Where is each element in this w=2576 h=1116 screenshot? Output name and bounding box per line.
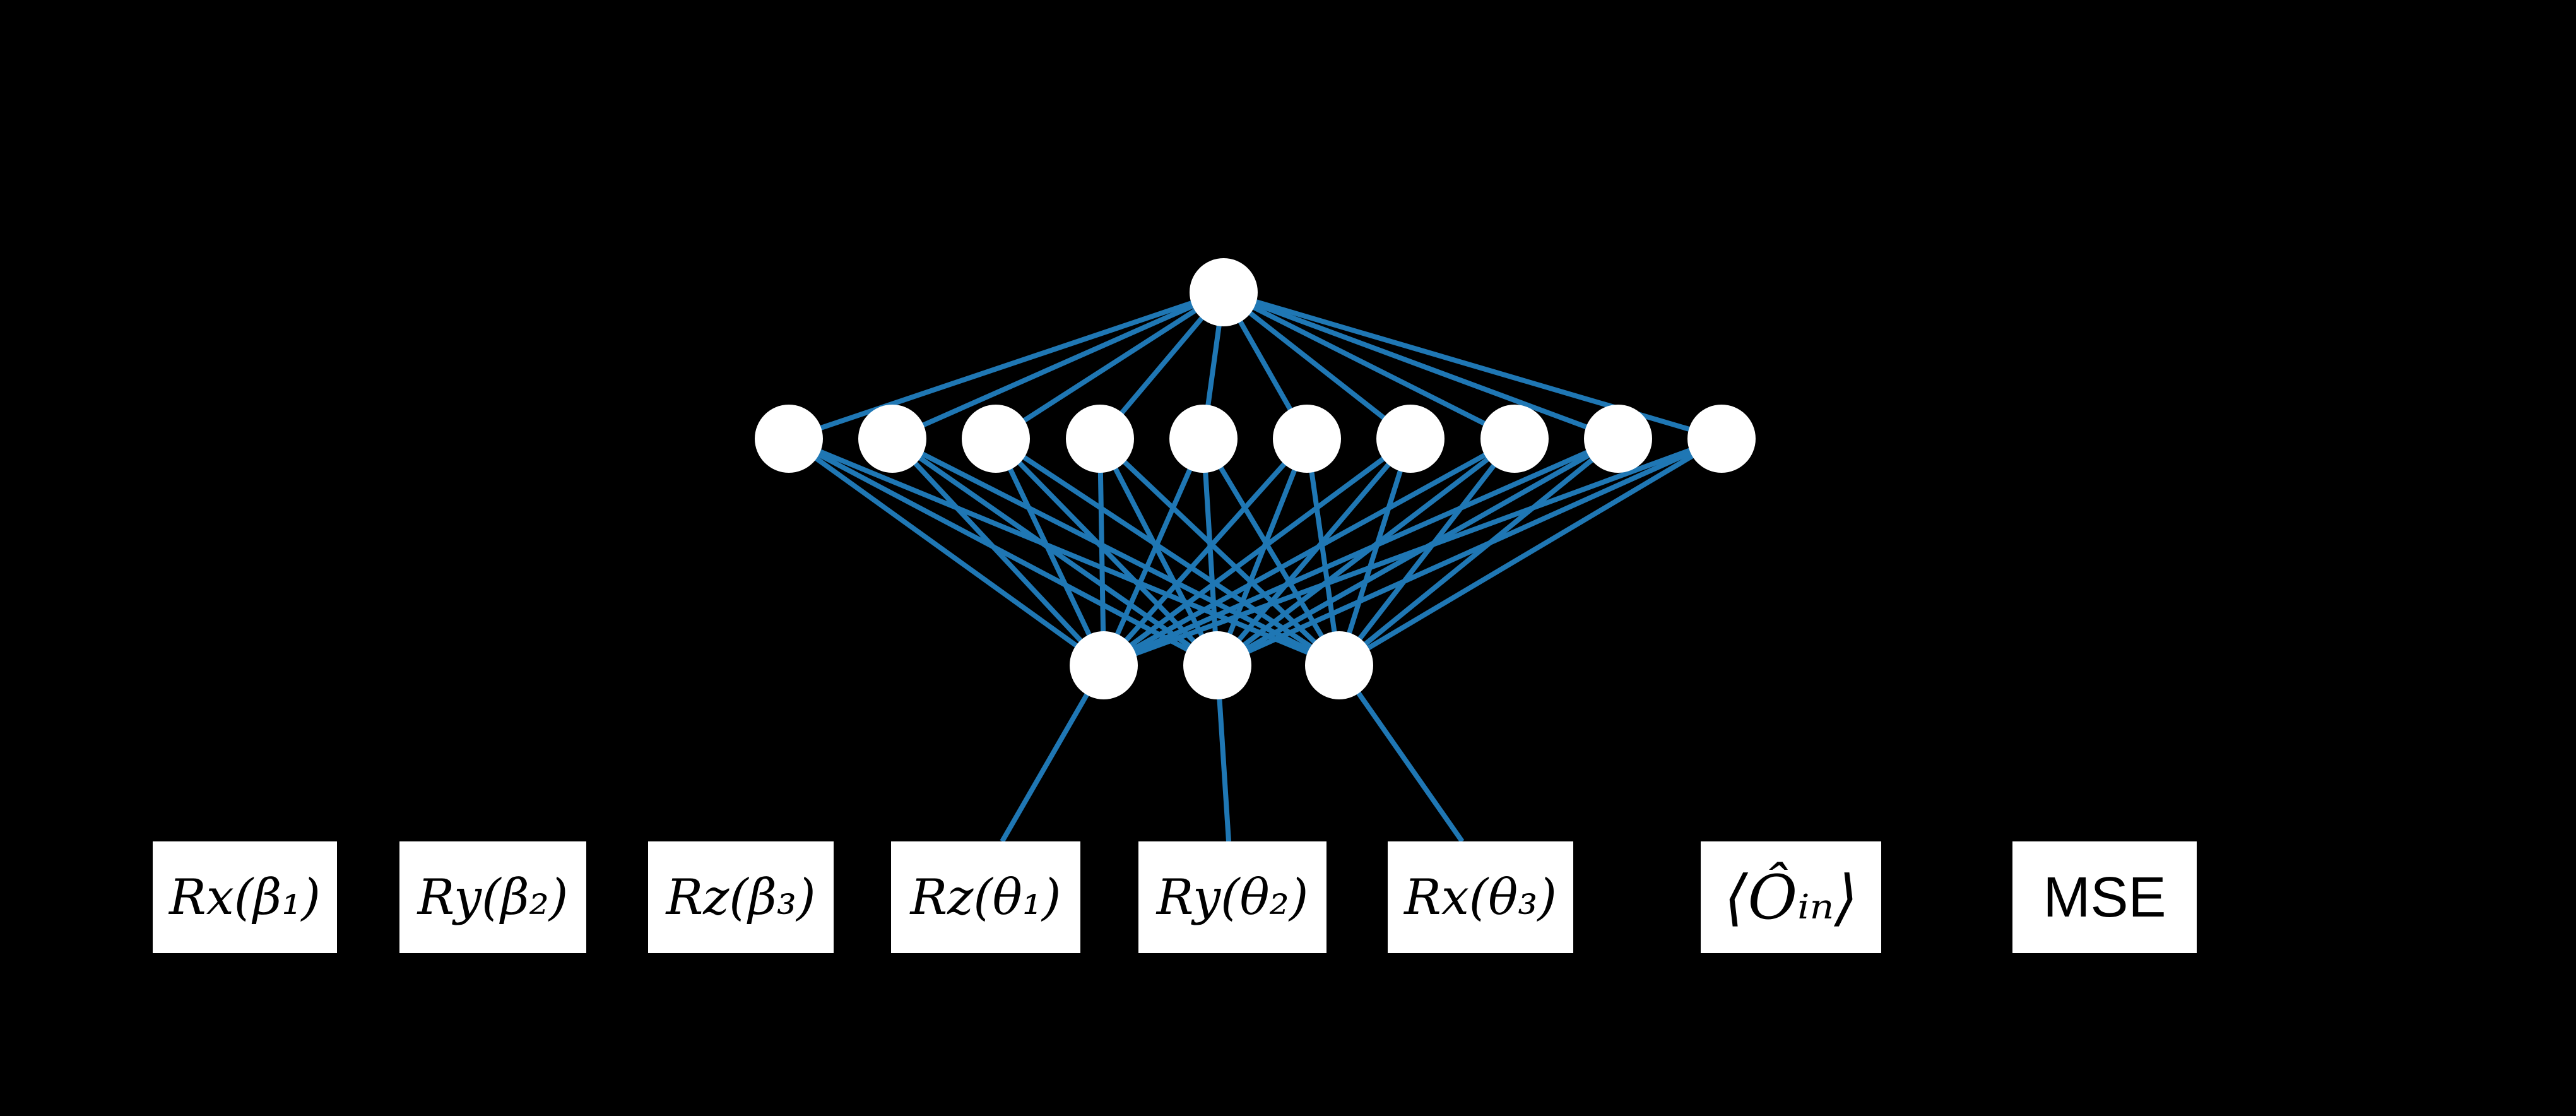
gate-label-rz-theta1: Rz(θ₁) <box>910 869 1061 926</box>
edge-hidden-output <box>993 437 1106 667</box>
hidden-node <box>1584 405 1652 473</box>
edge-input-hidden <box>994 290 1226 441</box>
hidden-node <box>1687 405 1756 473</box>
box-observable-expectation: ⟨Ôᵢₙ⟩ <box>1701 841 1881 953</box>
hidden-node <box>962 405 1030 473</box>
output-node <box>1183 631 1251 699</box>
edge-hidden-output <box>1304 438 1342 666</box>
edge-hidden-output <box>1216 436 1723 668</box>
edge-hidden-output <box>787 436 1106 668</box>
edge-hidden-output <box>1102 436 1619 668</box>
edge-input-hidden <box>891 290 1225 441</box>
edge-hidden-output <box>1337 436 1723 668</box>
hidden-node <box>1376 405 1445 473</box>
edge-hidden-output <box>1337 437 1413 667</box>
gate-label-rx-beta1: Rx(β₁) <box>169 869 321 926</box>
edge-hidden-output <box>1102 437 1309 667</box>
gate-label-ry-beta2: Ry(β₂) <box>417 869 569 926</box>
edge-input-hidden <box>1222 290 1619 441</box>
hidden-node <box>1480 405 1549 473</box>
edge-input-hidden <box>1222 290 1516 441</box>
observable-label: ⟨Ôᵢₙ⟩ <box>1724 862 1858 933</box>
box-rz-beta3: Rz(β₃) <box>648 841 834 953</box>
gate-label-rx-theta3: Rx(θ₃) <box>1404 869 1557 926</box>
hidden-node <box>1066 405 1134 473</box>
box-ry-beta2: Ry(β₂) <box>399 841 586 953</box>
box-rz-theta1: Rz(θ₁) <box>891 841 1080 953</box>
edge-output-gate <box>1337 663 1465 843</box>
box-ry-theta2: Ry(θ₂) <box>1138 841 1326 953</box>
edge-hidden-output <box>788 436 1219 668</box>
output-node <box>1305 631 1373 699</box>
input-node <box>1190 258 1258 326</box>
edge-hidden-output <box>994 437 1219 667</box>
hidden-node <box>858 405 926 473</box>
box-rx-beta1: Rx(β₁) <box>153 841 337 953</box>
edge-hidden-output <box>890 437 1106 667</box>
box-mse: MSE <box>2012 841 2197 953</box>
hidden-node <box>755 405 823 473</box>
edge-hidden-output <box>1201 438 1220 666</box>
edge-hidden-output <box>890 436 1219 668</box>
edge-hidden-output <box>1101 437 1206 667</box>
box-rx-theta3: Rx(θ₃) <box>1388 841 1573 953</box>
edge-hidden-output <box>1102 436 1723 668</box>
edge-hidden-output <box>1201 437 1342 667</box>
edge-hidden-output <box>1337 436 1620 668</box>
edge-hidden-output <box>1215 437 1309 667</box>
edge-hidden-output <box>1097 438 1106 666</box>
output-node <box>1070 631 1138 699</box>
gate-label-rz-beta3: Rz(β₃) <box>666 869 816 926</box>
hidden-node <box>1169 405 1238 473</box>
mse-label: MSE <box>2043 865 2166 929</box>
gate-label-ry-theta2: Ry(θ₂) <box>1156 869 1309 926</box>
edge-hidden-output <box>1337 437 1517 667</box>
hidden-node <box>1273 405 1341 473</box>
edge-input-hidden <box>1222 290 1412 441</box>
edge-hidden-output <box>1102 436 1516 668</box>
edge-input-hidden <box>788 290 1225 441</box>
edge-hidden-output <box>1097 437 1220 667</box>
edge-hidden-output <box>1102 436 1412 668</box>
